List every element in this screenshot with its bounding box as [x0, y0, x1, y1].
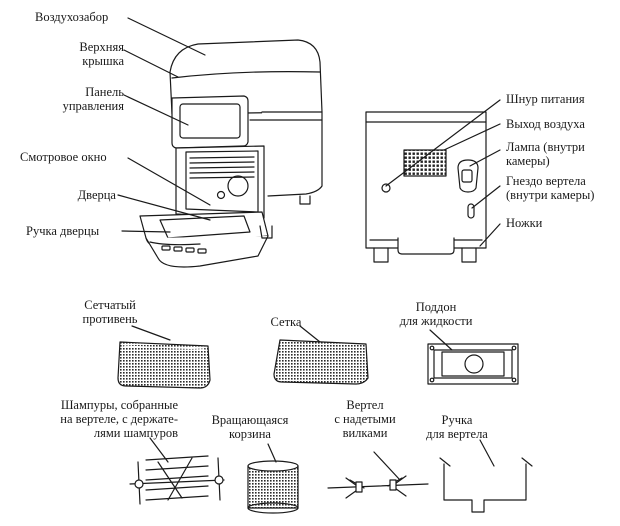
lid-seam: [171, 71, 321, 79]
mesh-tray-drawing: [117, 341, 211, 389]
label-door-handle: Ручка дверцы: [26, 224, 100, 238]
top-lid-shape: [169, 39, 323, 115]
label-skewers: Шампуры, собранные на вертеле, с держате…: [60, 398, 178, 440]
control-display: [179, 103, 241, 139]
label-feet: Ножки: [506, 216, 543, 230]
rear-handle: [397, 237, 455, 255]
body-side: [261, 111, 323, 197]
spit-socket-shape: [467, 203, 475, 219]
label-rack: Сетка: [270, 315, 302, 329]
label-spit-forks: Вертел с надетыми вилками: [334, 398, 396, 440]
fryer-front-view: [139, 39, 323, 268]
label-spit-socket: Гнездо вертела (внутри камеры): [506, 174, 595, 202]
rotating-basket-drawing: [247, 460, 299, 514]
label-viewing-window: Смотровое окно: [20, 150, 107, 164]
lamp-housing: [457, 159, 479, 193]
label-lamp: Лампа (внутри камеры): [506, 140, 585, 168]
label-mesh-tray: Сетчатый противень: [82, 298, 138, 326]
rear-vent: [403, 149, 447, 177]
fan-hole: [227, 175, 249, 197]
door-handle-shape: [145, 235, 269, 268]
right-leaders: [385, 99, 501, 247]
label-door: Дверца: [77, 188, 116, 202]
rack-drawing: [273, 339, 369, 385]
rear-body: [365, 111, 487, 249]
label-air-outlet: Выход воздуха: [506, 117, 585, 131]
fryer-rear-view: [365, 111, 487, 263]
drip-tray-drawing: [427, 343, 519, 385]
label-rotating-basket: Вращающаяся корзина: [211, 413, 289, 441]
label-drip-tray: Поддон для жидкости: [399, 300, 473, 328]
label-top-lid: Верхняя крышка: [79, 40, 124, 68]
spit-forks-drawing: [327, 475, 429, 499]
label-power-cord: Шнур питания: [506, 92, 585, 106]
skewers-drawing: [129, 455, 225, 505]
left-leaders: [117, 17, 211, 233]
label-air-intake: Воздухозабор: [35, 10, 109, 24]
power-cord-socket: [381, 183, 391, 193]
spit-handle-drawing: [439, 457, 533, 513]
label-spit-handle: Ручка для вертела: [426, 413, 488, 441]
door-buttons: [161, 245, 207, 254]
label-control-panel: Панель управления: [62, 85, 124, 113]
